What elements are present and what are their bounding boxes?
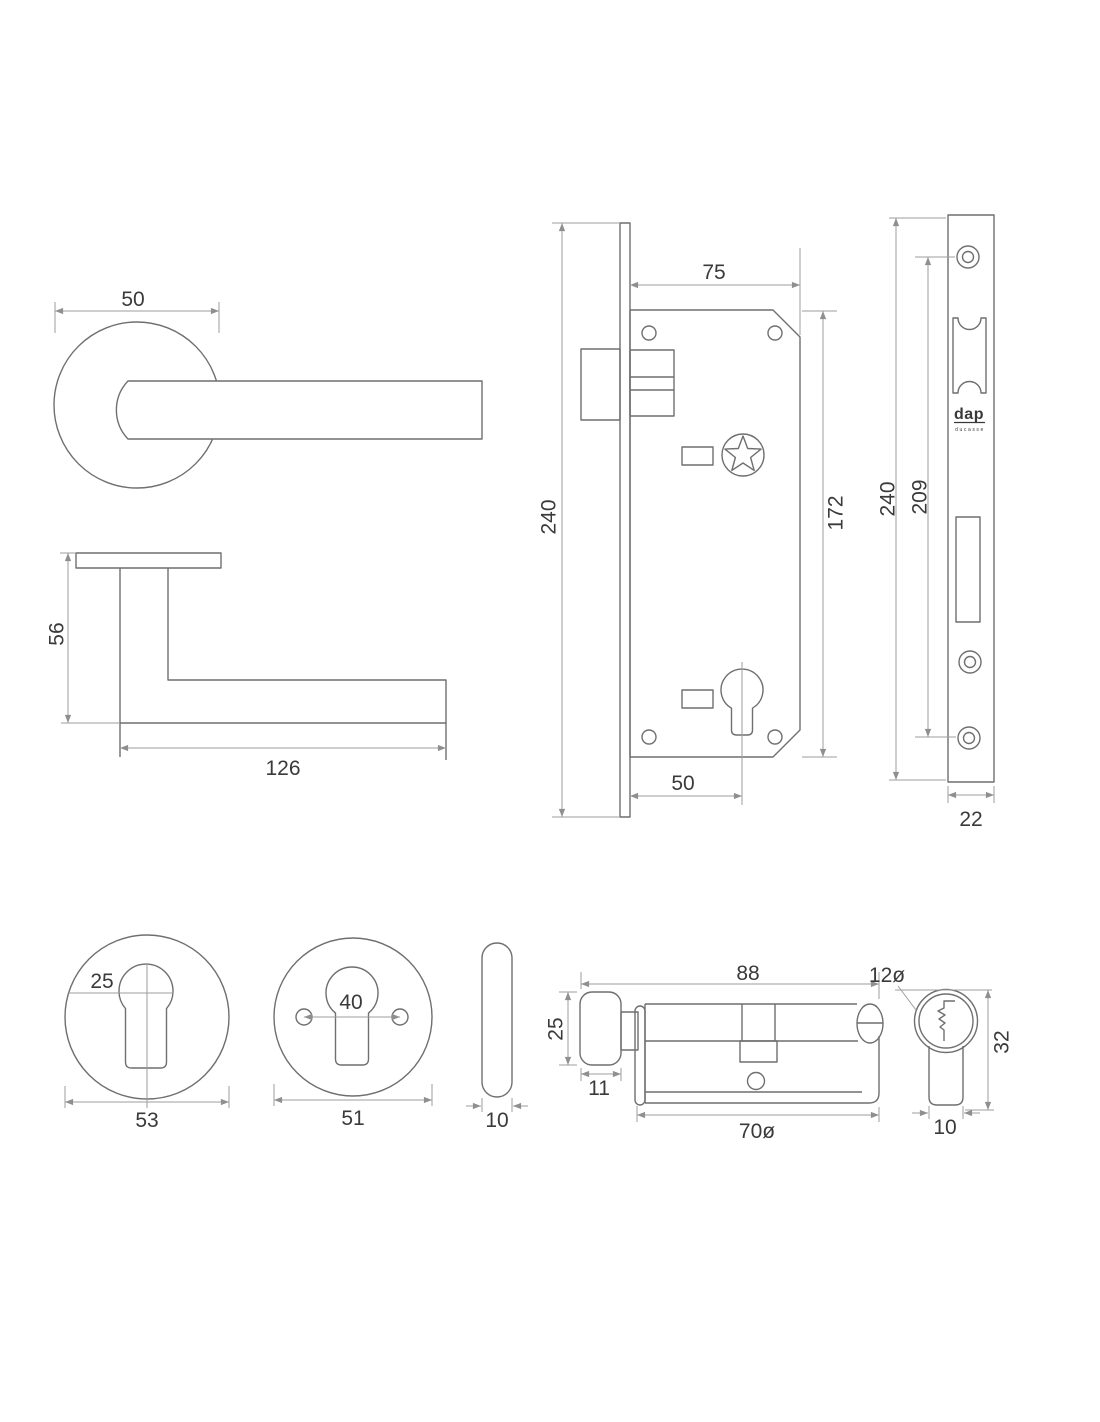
extension-lines	[889, 217, 995, 803]
spindle-slot	[681, 446, 714, 466]
dim-body-length: 70ø	[739, 1120, 775, 1143]
bore-leader-line	[897, 985, 917, 1011]
dim-handle-height: 56	[46, 622, 69, 645]
screw-hole	[767, 729, 783, 745]
lock-case-body	[629, 309, 801, 758]
screw-hole-inner	[962, 731, 976, 745]
dim-hole-width: 25	[90, 970, 113, 993]
cam-lobe	[739, 1040, 778, 1063]
rose-side-plate	[75, 552, 222, 569]
screw-hole	[641, 325, 657, 341]
dim-diameter: 53	[135, 1109, 158, 1132]
view-strike-faceplate: dap ducasse 240 209 22	[877, 214, 995, 831]
dim-faceplate-height: 240	[538, 499, 561, 534]
euro-cylinder-cutout	[720, 668, 764, 736]
extension-lines	[273, 1084, 433, 1106]
handle-grip-top	[167, 568, 447, 760]
view-lock-case: 75 240 172 50	[538, 222, 848, 818]
dim-total-length: 88	[736, 962, 759, 985]
view-handle-front: 50	[53, 288, 483, 489]
cylinder-left-end	[634, 1005, 646, 1106]
euro-keyhole-cutout	[118, 963, 174, 1069]
star-icon	[724, 435, 762, 472]
latch-bolt-lines	[630, 376, 674, 391]
dim-backset: 50	[671, 772, 694, 795]
dim-screw-spacing: 40	[339, 991, 362, 1014]
dim-thickness: 10	[485, 1109, 508, 1132]
extension-lines	[60, 552, 120, 724]
view-escutcheon-back: 40 51	[273, 937, 433, 1130]
screw-hole	[767, 325, 783, 341]
dim-thumbturn-depth: 11	[588, 1077, 610, 1100]
view-escutcheon-front: 25 53	[64, 934, 230, 1132]
lever-handle	[115, 380, 483, 440]
deadbolt-cutout	[955, 516, 981, 623]
cylinder-body-bottom	[645, 1036, 880, 1104]
dim-fin-width: 10	[933, 1116, 956, 1139]
lower-slot	[681, 689, 714, 709]
cam-slot-lines	[741, 1004, 776, 1041]
brand-logo: dap	[954, 406, 984, 423]
faceplate-body	[947, 214, 995, 783]
dim-case-width: 75	[702, 261, 725, 284]
extension-lines	[54, 302, 220, 333]
thumbturn	[579, 991, 622, 1066]
screw-hole-outer	[957, 726, 981, 750]
view-handle-side: 56 126	[46, 552, 447, 780]
star-emblem-circle	[721, 433, 765, 477]
thumbturn-neck	[620, 1011, 639, 1051]
screw-hole-outer	[958, 650, 982, 674]
cylinder-body-lines	[644, 1003, 862, 1103]
escutcheon-circle	[273, 937, 433, 1097]
dim-thumbturn-height: 25	[545, 1017, 568, 1040]
latch-bolt-head	[580, 348, 621, 421]
cylinder-profile-circle	[913, 988, 979, 1054]
dim-faceplate-height: 240	[877, 481, 900, 516]
lock-faceplate-edge	[619, 222, 631, 818]
view-cylinder-front: 88 25 11 70ø	[545, 962, 884, 1143]
screw-hole-inner	[963, 655, 977, 669]
euro-keyhole-cutout	[325, 966, 379, 1066]
latch-bolt-body	[629, 349, 675, 417]
escutcheon-side-profile	[481, 942, 513, 1098]
view-escutcheon-side: 10	[466, 942, 528, 1132]
cylinder-profile-inner-circle	[918, 993, 974, 1049]
key-bitting-profile	[937, 1000, 955, 1041]
dim-case-height: 172	[825, 495, 848, 530]
latch-cutout	[952, 317, 987, 394]
dim-screw-spacing: 209	[909, 479, 932, 514]
screw-hole	[641, 729, 657, 745]
dim-handle-length: 126	[265, 757, 300, 780]
view-cylinder-side: 12ø 32 10	[869, 964, 1014, 1139]
dim-rose-diameter: 50	[121, 288, 144, 311]
dim-bore-diameter: 12ø	[869, 964, 905, 987]
extension-lines	[481, 1098, 513, 1112]
dim-diameter: 51	[341, 1107, 364, 1130]
cylinder-profile-fin	[928, 1046, 964, 1106]
screw-hole-outer	[956, 245, 980, 269]
brand-logo-subtext: ducasse	[955, 427, 985, 433]
screw-hole-inner	[961, 250, 975, 264]
fixing-screw-hole	[746, 1071, 766, 1091]
dim-profile-height: 32	[991, 1030, 1014, 1053]
extension-lines	[552, 222, 837, 818]
dim-faceplate-width: 22	[959, 808, 982, 831]
